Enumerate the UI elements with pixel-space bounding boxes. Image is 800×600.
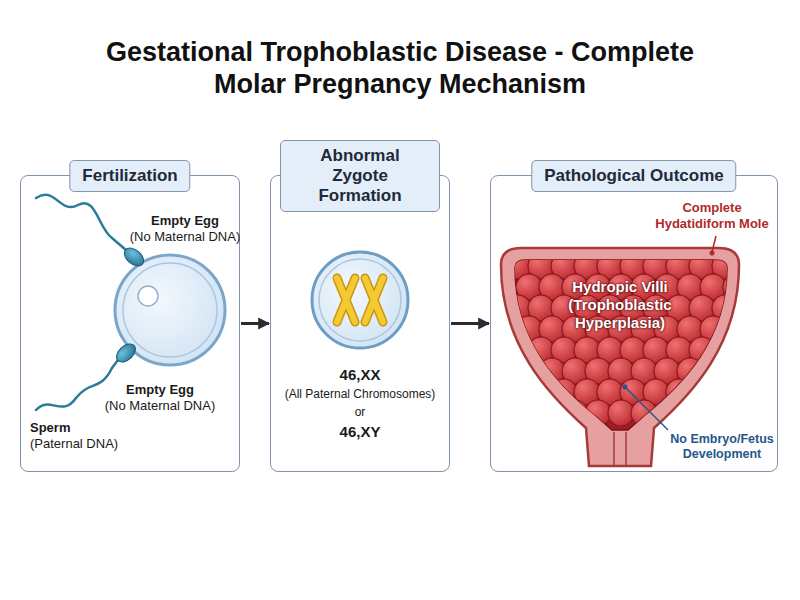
leader-line bbox=[626, 388, 668, 430]
diagram-label: (All Paternal Chromosomes) bbox=[285, 387, 436, 402]
leader-dot bbox=[710, 251, 715, 256]
chromosome bbox=[337, 278, 383, 322]
diagram-label: Complete Hydatidiform Mole bbox=[645, 200, 780, 232]
diagram-label: Hydropic Villi (Trophoblastic Hyperplasi… bbox=[550, 278, 690, 332]
leader-line bbox=[712, 236, 716, 252]
diagram-label: No Embryo/Fetus Development bbox=[667, 432, 777, 462]
diagram-label: 46,XY bbox=[340, 423, 381, 441]
diagram-label: (No Maternal DNA) bbox=[105, 398, 216, 414]
diagram-label: Empty Egg bbox=[151, 213, 219, 229]
panel-heading: Pathological Outcome bbox=[531, 160, 736, 192]
flow-arrow bbox=[241, 322, 269, 325]
diagram-label: Sperm bbox=[30, 420, 70, 436]
diagram-label: 46,XX bbox=[340, 366, 381, 384]
diagram-label: Empty Egg bbox=[126, 382, 194, 398]
diagram-label: (No Maternal DNA) bbox=[130, 229, 241, 245]
zygote-cell bbox=[312, 252, 408, 348]
panel-heading: Abnormal Zygote Formation bbox=[280, 140, 440, 212]
diagram-label: (Paternal DNA) bbox=[30, 436, 118, 452]
flow-arrow bbox=[451, 322, 489, 325]
diagram-title: Gestational Trophoblastic Disease - Comp… bbox=[80, 36, 720, 100]
diagram-label: or bbox=[355, 405, 366, 420]
leader-dot bbox=[623, 385, 628, 390]
panel-heading: Fertilization bbox=[69, 160, 190, 192]
